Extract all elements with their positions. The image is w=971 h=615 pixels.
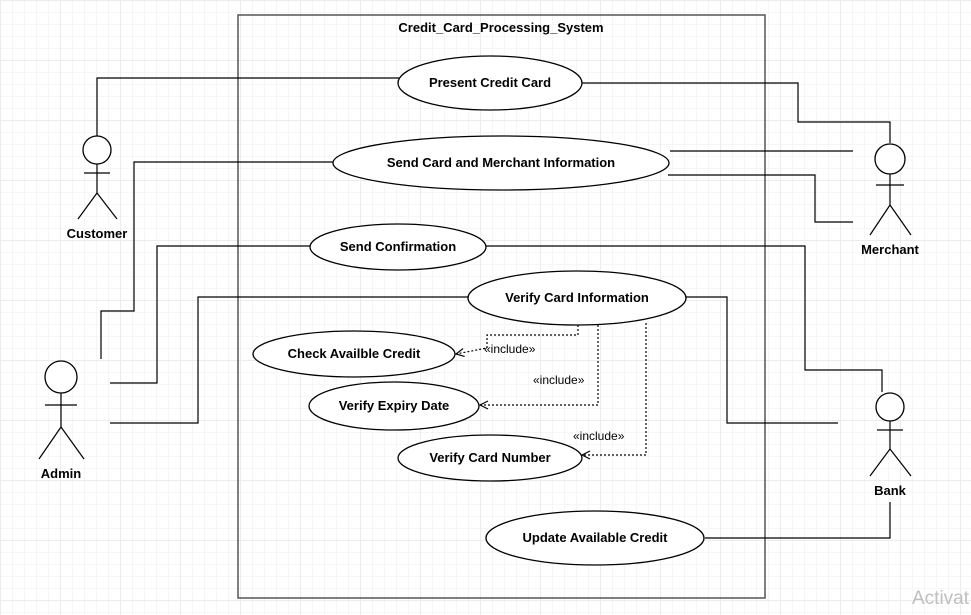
- admin-send-info-line[interactable]: [100, 161, 334, 359]
- actor-admin[interactable]: Admin: [38, 360, 85, 481]
- use-case-verify-card-information[interactable]: Verify Card Information: [467, 270, 687, 326]
- present-card-merchant-line[interactable]: [581, 82, 891, 143]
- use-case-label: Send Card and Merchant Information: [387, 155, 615, 170]
- include-label-2: «include»: [533, 373, 585, 387]
- use-case-label: Verify Card Information: [505, 290, 649, 305]
- use-case-label: Verify Card Number: [429, 450, 550, 465]
- use-case-label: Update Available Credit: [523, 530, 669, 545]
- use-case-label: Verify Expiry Date: [339, 398, 450, 413]
- actor-customer[interactable]: Customer: [67, 135, 128, 241]
- actor-label: Customer: [67, 226, 128, 241]
- system-boundary[interactable]: Credit_Card_Processing_System: [237, 14, 766, 599]
- use-case-send-card-merchant-info[interactable]: Send Card and Merchant Information: [332, 135, 670, 191]
- use-case-check-available-credit[interactable]: Check Availble Credit: [252, 330, 456, 378]
- use-case-label: Check Availble Credit: [288, 346, 421, 361]
- send-info-merchant-line-2[interactable]: [668, 174, 853, 223]
- actor-label: Admin: [41, 466, 82, 481]
- include-label-1: «include»: [484, 342, 536, 356]
- customer-present-card-line[interactable]: [96, 77, 399, 136]
- actor-merchant[interactable]: Merchant: [861, 143, 920, 257]
- use-case-present-credit-card[interactable]: Present Credit Card: [397, 55, 583, 111]
- include-label-3: «include»: [573, 429, 625, 443]
- send-confirmation-bank-line[interactable]: [486, 245, 883, 392]
- actor-label: Bank: [874, 483, 907, 498]
- include-relations: «include» «include» «include»: [456, 323, 647, 455]
- actor-label: Merchant: [861, 242, 919, 257]
- verify-info-bank-line[interactable]: [686, 296, 838, 424]
- activation-watermark: Activat: [912, 588, 970, 609]
- use-case-label: Send Confirmation: [340, 239, 456, 254]
- include-expiry-date-line[interactable]: [480, 325, 599, 405]
- associations: [96, 77, 891, 539]
- use-case-send-confirmation[interactable]: Send Confirmation: [309, 223, 487, 271]
- use-case-label: Present Credit Card: [429, 75, 551, 90]
- actor-bank[interactable]: Bank: [869, 392, 912, 498]
- use-case-update-available-credit[interactable]: Update Available Credit: [485, 510, 705, 566]
- use-case-verify-card-number[interactable]: Verify Card Number: [397, 434, 583, 482]
- include-card-number-line[interactable]: [582, 323, 647, 455]
- admin-verify-info-line[interactable]: [110, 296, 469, 424]
- system-title: Credit_Card_Processing_System: [398, 20, 603, 35]
- include-check-credit-line[interactable]: [456, 325, 579, 354]
- admin-send-confirmation-line[interactable]: [110, 245, 311, 384]
- update-credit-bank-line[interactable]: [705, 502, 891, 539]
- use-case-verify-expiry-date[interactable]: Verify Expiry Date: [308, 381, 480, 431]
